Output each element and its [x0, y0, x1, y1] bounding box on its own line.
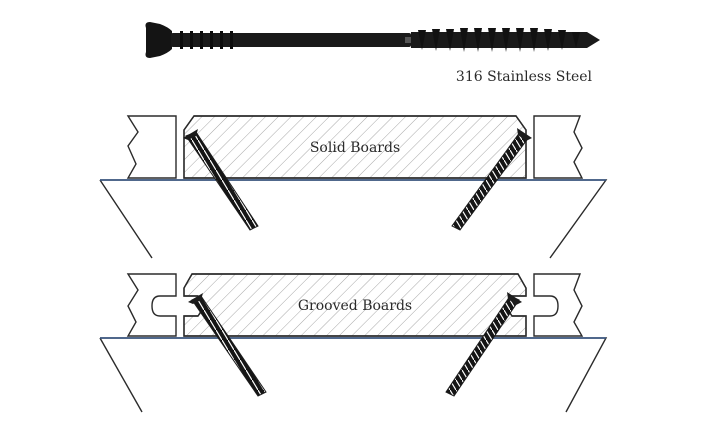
grooved-boards-label: Grooved Boards — [298, 298, 412, 314]
right-screw-grooved — [445, 292, 522, 397]
deck-screw-icon — [145, 22, 600, 58]
right-board-grooved — [533, 273, 584, 337]
left-screw-grooved — [188, 293, 267, 397]
grooved-boards-diagram: Grooved Boards — [99, 273, 608, 413]
left-screw-solid — [183, 129, 259, 231]
left-board-solid — [126, 115, 177, 179]
joist — [100, 179, 608, 259]
solid-boards-diagram: Solid Boards — [99, 115, 608, 259]
solid-boards-label: Solid Boards — [310, 140, 400, 156]
screw-caption: 316 Stainless Steel — [456, 69, 593, 85]
joist — [100, 337, 608, 413]
left-board-grooved — [126, 273, 177, 337]
right-board-solid — [533, 115, 584, 179]
right-screw-solid — [451, 128, 532, 231]
stainless-screw-illustration: 316 Stainless Steel — [145, 22, 600, 85]
